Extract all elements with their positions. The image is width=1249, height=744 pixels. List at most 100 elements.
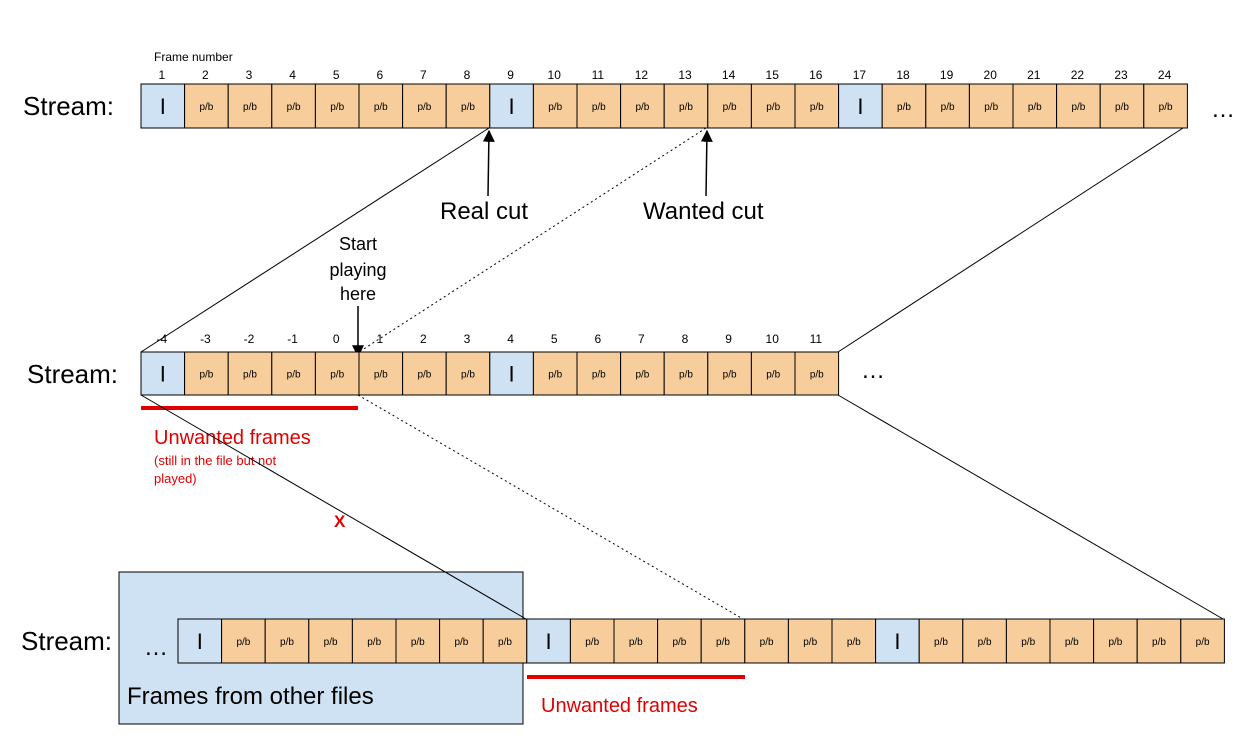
top-frame-number: 6 <box>376 68 383 82</box>
middle-pb-frame <box>663 351 709 396</box>
middle-unwanted-label: Unwanted frames <box>154 427 311 449</box>
bottom-pb-frame <box>1005 618 1051 664</box>
middle-frame-number: 9 <box>725 332 732 346</box>
bottom-pb-frame <box>700 618 746 664</box>
bottom-frame-label: p/b <box>324 637 338 648</box>
bottom-frame-label: I <box>197 629 203 654</box>
zoom-line-left-bottom <box>140 394 527 620</box>
bottom-frame-label: p/b <box>934 637 948 648</box>
bottom-frame-label: I <box>894 629 900 654</box>
top-pb-frame <box>968 83 1014 129</box>
bottom-frame-label: p/b <box>1108 637 1122 648</box>
middle-pb-frame <box>620 351 665 396</box>
middle-unwanted-note-line1: (still in the file but not <box>154 453 277 468</box>
middle-pb-frame <box>271 351 316 396</box>
bottom-frame-label: p/b <box>280 637 294 648</box>
bottom-frame-label: p/b <box>803 637 817 648</box>
bottom-frame-label: p/b <box>367 637 381 648</box>
real-cut-arrow <box>482 129 495 197</box>
top-i-frame <box>489 83 534 129</box>
top-pb-frame <box>925 83 970 129</box>
top-frame-number: 19 <box>940 68 954 82</box>
top-frame-label: I <box>857 94 863 119</box>
middle-frame-number: 10 <box>766 332 780 346</box>
bottom-frame-label: p/b <box>760 637 774 648</box>
top-pb-frame <box>1012 83 1058 129</box>
wanted-cut-arrow <box>700 129 713 197</box>
top-frame-number: 8 <box>464 68 471 82</box>
middle-frame-label: p/b <box>723 370 737 381</box>
bottom-frame-label: p/b <box>1065 637 1079 648</box>
zoom-line-right-bottom <box>837 394 1224 620</box>
top-frame-number: 7 <box>420 68 427 82</box>
top-frame-label: p/b <box>1028 102 1042 113</box>
middle-frame-number: -4 <box>156 332 167 346</box>
middle-pb-frame <box>532 351 578 396</box>
middle-frame-number: 5 <box>551 332 558 346</box>
middle-pb-frame <box>184 351 229 396</box>
top-frame-label: p/b <box>766 102 780 113</box>
top-frame-number: 9 <box>507 68 514 82</box>
top-frame-label: p/b <box>723 102 737 113</box>
middle-frame-label: I <box>509 362 515 387</box>
middle-frame-label: p/b <box>287 370 301 381</box>
top-stream-label: Stream: <box>23 91 114 121</box>
middle-frame-label: p/b <box>243 370 257 381</box>
bottom-frame-label: p/b <box>236 637 250 648</box>
bottom-pb-frame <box>264 618 310 664</box>
middle-i-frame <box>489 351 534 396</box>
top-frame-number: 2 <box>202 68 209 82</box>
top-frame-label: p/b <box>984 102 998 113</box>
top-pb-frame <box>663 83 709 129</box>
top-frame-label: p/b <box>330 102 344 113</box>
bottom-frame-label: p/b <box>978 637 992 648</box>
middle-frame-label: I <box>160 362 166 387</box>
top-pb-frame <box>1143 83 1188 129</box>
top-frame-number: 13 <box>678 68 692 82</box>
middle-frame-label: p/b <box>766 370 780 381</box>
top-i-frame <box>838 83 883 129</box>
top-pb-frame <box>794 83 840 129</box>
bottom-stream-label: Stream: <box>21 626 112 656</box>
top-frame-number: 20 <box>984 68 998 82</box>
bottom-pb-frame <box>439 618 484 664</box>
bottom-pb-frame <box>1093 618 1138 664</box>
middle-pb-frame <box>794 351 840 396</box>
zoom-line-left-top <box>140 127 490 353</box>
bottom-i-frame <box>526 618 571 664</box>
top-frame-number: 22 <box>1071 68 1085 82</box>
top-frame-label: p/b <box>679 102 693 113</box>
top-frame-label: p/b <box>1071 102 1085 113</box>
middle-frame-label: p/b <box>592 370 606 381</box>
bottom-leading-ellipsis: … <box>144 634 168 661</box>
bottom-unwanted-label: Unwanted frames <box>541 695 698 717</box>
top-frame-number: 21 <box>1027 68 1041 82</box>
top-frame-label: p/b <box>243 102 257 113</box>
bottom-pb-frame <box>962 618 1007 664</box>
middle-pb-frame <box>314 351 360 396</box>
top-frame-number: 12 <box>635 68 649 82</box>
bottom-frame-label: p/b <box>629 637 643 648</box>
bottom-frame-label: p/b <box>498 637 512 648</box>
top-frame-label: p/b <box>548 102 562 113</box>
middle-frame-number: -2 <box>244 332 255 346</box>
middle-frame-number: 0 <box>333 332 340 346</box>
bottom-pb-frame <box>1049 618 1095 664</box>
bottom-frame-label: p/b <box>1021 637 1035 648</box>
middle-pb-frame <box>576 351 622 396</box>
bottom-i-frame <box>177 618 223 664</box>
other-files-label: Frames from other files <box>127 683 374 710</box>
middle-frame-label: p/b <box>199 370 213 381</box>
bottom-pb-frame <box>657 618 702 664</box>
middle-frame-label: p/b <box>548 370 562 381</box>
middle-pb-frame <box>445 351 491 396</box>
top-frame-label: p/b <box>461 102 475 113</box>
top-frame-number: 15 <box>766 68 780 82</box>
top-frame-number: 11 <box>592 68 605 82</box>
top-frame-number: 3 <box>246 68 253 82</box>
top-frame-label: p/b <box>897 102 911 113</box>
top-frame-number: 10 <box>548 68 562 82</box>
middle-pb-frame <box>227 351 273 396</box>
wanted-cut-label: Wanted cut <box>643 198 764 225</box>
